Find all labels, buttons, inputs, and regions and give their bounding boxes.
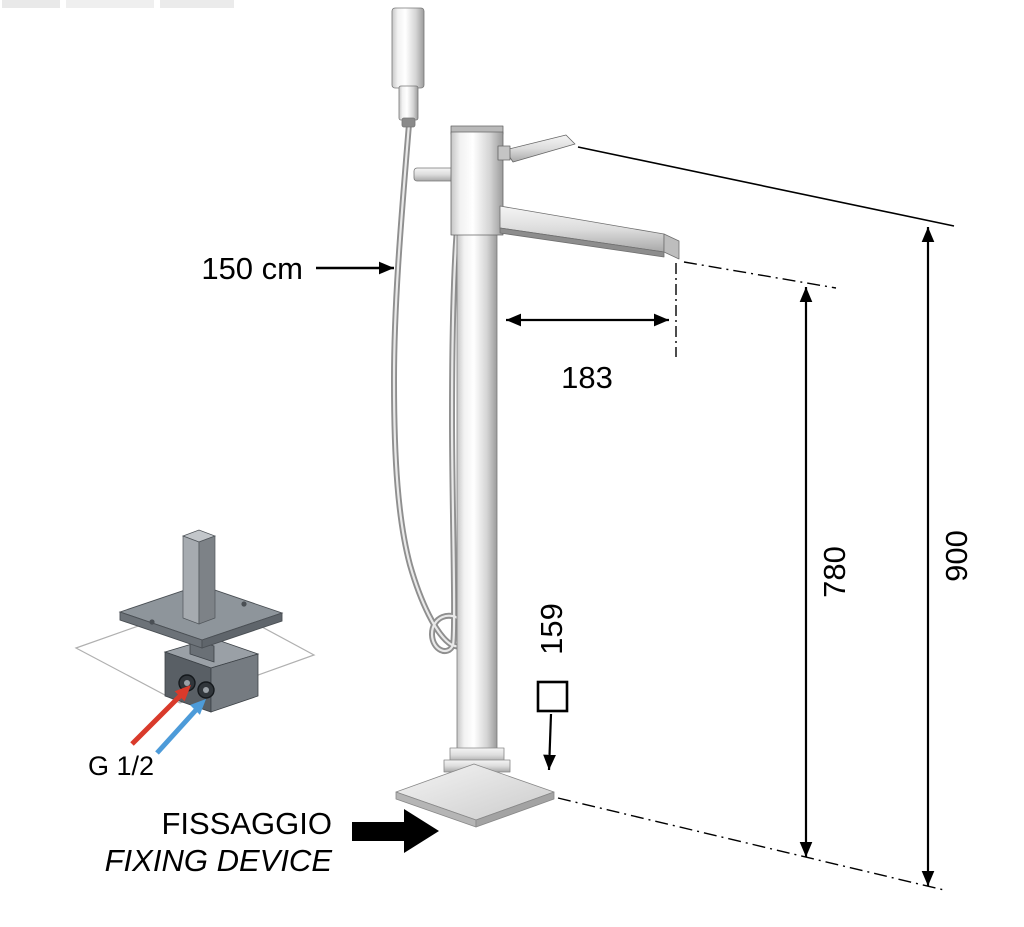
spout-reference-line <box>683 261 837 289</box>
lever-reference-line <box>577 146 955 227</box>
fixing-device-inset: G 1/2 <box>74 529 316 781</box>
reference-lines <box>557 146 955 891</box>
floor-reference-line <box>557 797 945 891</box>
spout-end-face <box>663 233 680 260</box>
mixer-body <box>450 125 576 236</box>
dimension-total-height: 900 <box>921 227 974 886</box>
dimension-spout-height: 780 <box>799 287 852 857</box>
base-plate <box>395 763 555 821</box>
faucet-assembly <box>391 7 680 828</box>
total-height-label: 900 <box>939 530 974 582</box>
cold-water-arrow <box>155 699 206 755</box>
hose-length-label: 150 cm <box>201 251 303 286</box>
thread-size-label: G 1/2 <box>88 751 154 781</box>
base-section-arrow <box>543 713 556 771</box>
watermark-fragment <box>2 0 234 8</box>
lever-handle <box>504 134 576 163</box>
faucet-column <box>456 219 498 753</box>
square-section-symbol <box>536 680 569 713</box>
base-plate-edge-right <box>475 791 555 828</box>
base <box>395 747 555 828</box>
spout-height-label: 780 <box>817 546 852 598</box>
base-section-label: 159 <box>534 603 569 655</box>
spout-reach-label: 183 <box>561 360 613 395</box>
fixing-caption-en: FIXING DEVICE <box>105 843 333 878</box>
spout <box>499 205 680 260</box>
hand-shower-handle <box>398 85 419 121</box>
hose-connector-nut <box>401 117 416 128</box>
plate-screw <box>149 619 155 625</box>
fixing-caption-it: FISSAGGIO <box>161 806 332 841</box>
hand-shower <box>391 7 425 128</box>
lever-neck <box>497 145 511 161</box>
hot-water-arrow <box>130 685 191 746</box>
plate-screw <box>241 601 247 607</box>
hand-shower-head <box>391 7 425 89</box>
dimension-spout-reach: 183 <box>506 263 677 395</box>
fixing-captions: FISSAGGIO FIXING DEVICE <box>105 806 439 878</box>
dimension-base-section: 159 <box>534 603 569 771</box>
dimension-hose-length: 150 cm <box>201 251 394 286</box>
fixing-pointer-arrow <box>352 809 439 853</box>
inset-column <box>182 529 216 625</box>
